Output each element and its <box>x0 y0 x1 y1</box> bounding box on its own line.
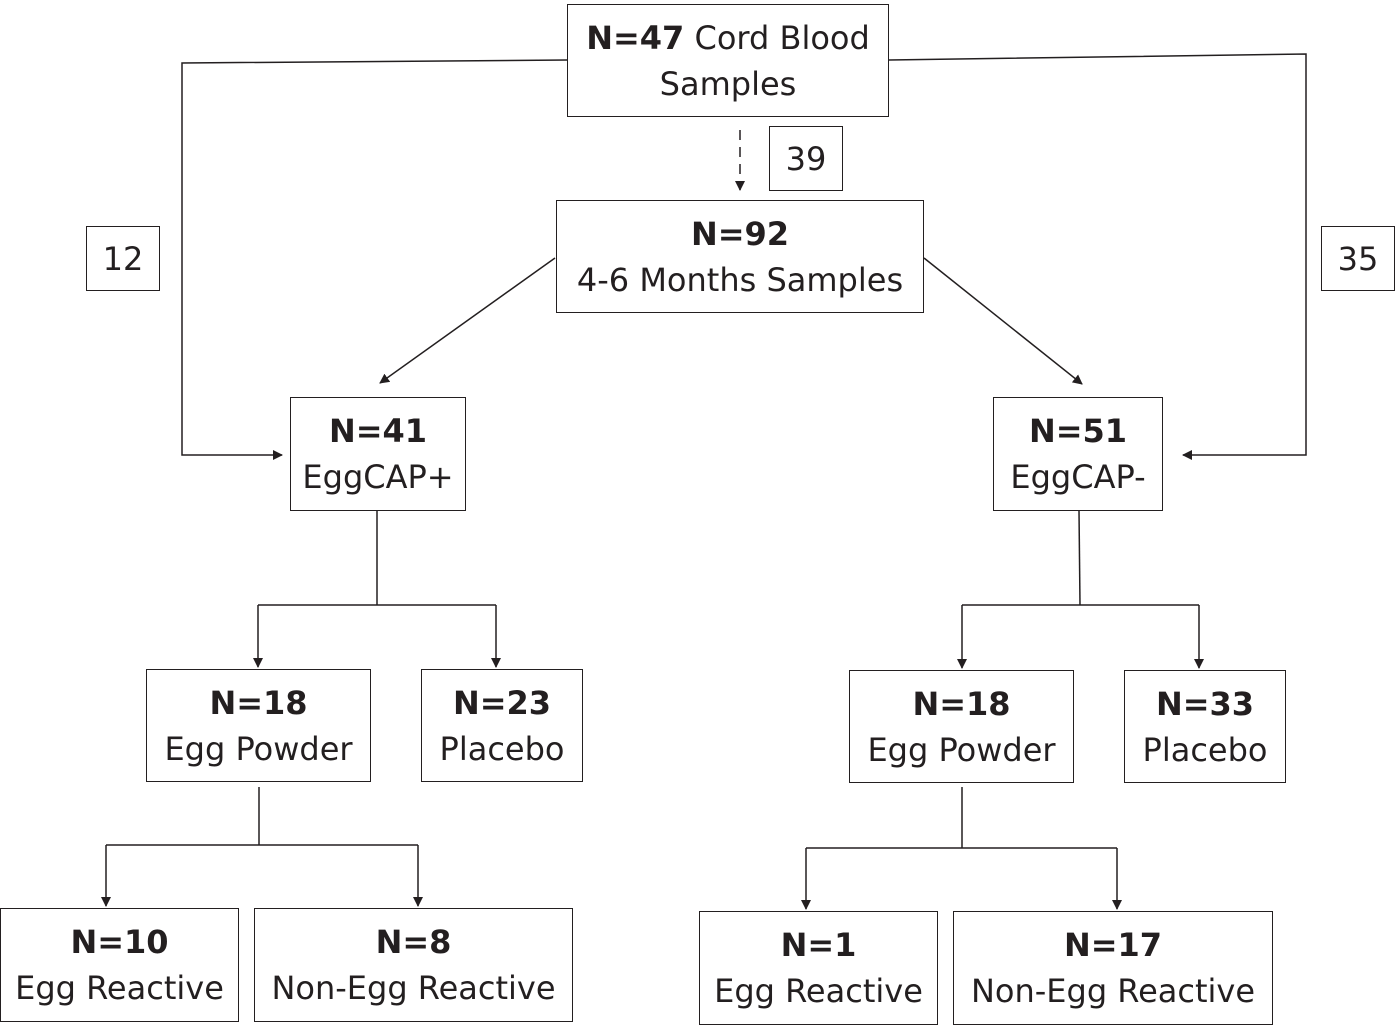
node-eggcap-neg: N=51 EggCAP- <box>993 397 1163 511</box>
node-pos-egg-powder-label: Egg Powder <box>164 729 353 768</box>
node-months-4-6-count: N=92 <box>690 214 790 253</box>
node-pos-placebo-count: N=23 <box>452 683 552 722</box>
edge-months-to-eggcap-neg <box>923 257 1083 385</box>
node-cord-blood-count: N=47 <box>586 18 685 57</box>
node-cord-blood: N=47 Cord Blood Samples <box>567 4 889 117</box>
node-eggcap-neg-count: N=51 <box>1028 412 1128 450</box>
node-pos-non-egg-reactive-label: Non-Egg Reactive <box>271 969 556 1007</box>
node-neg-egg-powder-label: Egg Powder <box>867 730 1056 769</box>
node-eggcap-pos-label: EggCAP+ <box>302 458 454 496</box>
node-cord-blood-label-inline: Cord Blood <box>694 18 870 57</box>
edge-cord-to-eggcap-pos <box>181 59 568 460</box>
node-cord-blood-line1: N=47 Cord Blood <box>586 15 870 61</box>
node-months-4-6: N=92 4-6 Months Samples <box>556 200 924 313</box>
node-months-4-6-label: 4-6 Months Samples <box>576 260 904 299</box>
node-pos-egg-powder: N=18 Egg Powder <box>146 669 371 782</box>
node-pos-placebo: N=23 Placebo <box>421 669 583 782</box>
node-eggcap-pos: N=41 EggCAP+ <box>290 397 466 511</box>
edge-cord-to-eggcap-neg <box>888 53 1307 460</box>
node-neg-non-egg-reactive-count: N=17 <box>1063 926 1163 964</box>
edge-eggcap-neg-trunk <box>1078 510 1081 606</box>
node-eggcap-pos-count: N=41 <box>328 412 428 450</box>
node-neg-egg-powder-count: N=18 <box>912 684 1011 723</box>
node-eggcap-neg-label: EggCAP- <box>1010 458 1146 496</box>
node-neg-egg-reactive-count: N=1 <box>780 926 857 964</box>
node-neg-placebo: N=33 Placebo <box>1124 670 1286 783</box>
edge-months-to-eggcap-pos <box>379 257 556 384</box>
count-cord-to-eggcap-pos: 12 <box>86 226 160 291</box>
node-neg-placebo-label: Placebo <box>1142 730 1268 769</box>
node-neg-placebo-count: N=33 <box>1155 684 1255 723</box>
node-cord-blood-label: Samples <box>659 64 797 103</box>
node-pos-egg-reactive-count: N=10 <box>70 923 169 961</box>
count-cord-to-months: 39 <box>769 126 843 191</box>
node-neg-non-egg-reactive-label: Non-Egg Reactive <box>970 972 1256 1010</box>
count-cord-to-eggcap-neg: 35 <box>1321 226 1395 291</box>
node-neg-non-egg-reactive: N=17 Non-Egg Reactive <box>953 911 1273 1025</box>
node-neg-egg-powder: N=18 Egg Powder <box>849 670 1074 783</box>
node-pos-egg-reactive-label: Egg Reactive <box>15 969 224 1007</box>
node-pos-placebo-label: Placebo <box>439 729 565 768</box>
node-pos-egg-reactive: N=10 Egg Reactive <box>0 908 239 1022</box>
node-pos-egg-powder-count: N=18 <box>209 683 308 722</box>
node-neg-egg-reactive: N=1 Egg Reactive <box>699 911 938 1025</box>
node-pos-non-egg-reactive: N=8 Non-Egg Reactive <box>254 908 573 1022</box>
node-neg-egg-reactive-label: Egg Reactive <box>714 972 923 1010</box>
node-pos-non-egg-reactive-count: N=8 <box>375 923 452 961</box>
